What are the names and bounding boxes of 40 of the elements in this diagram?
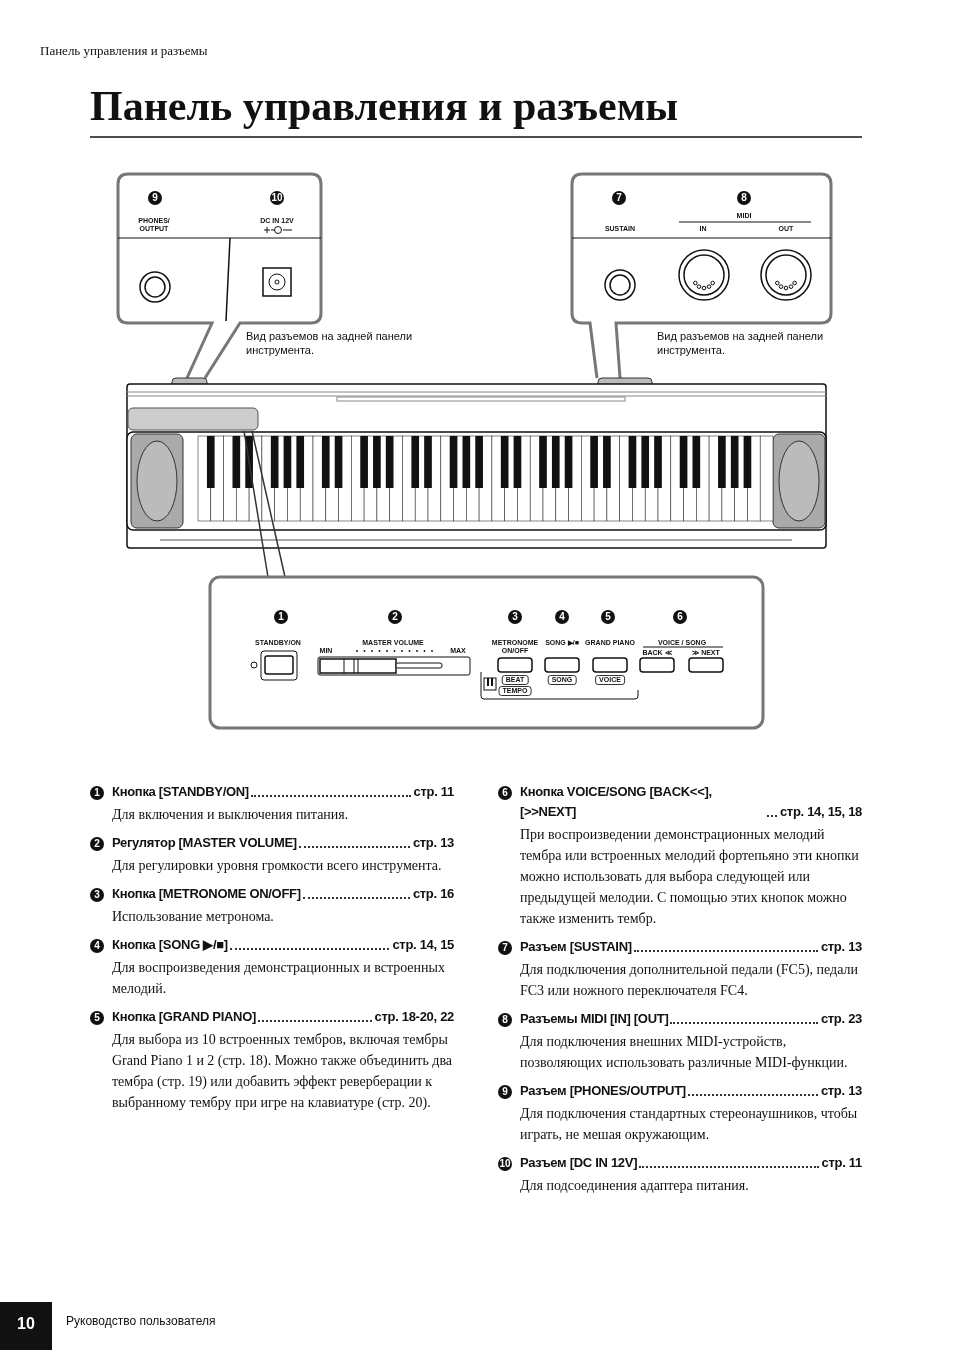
callout-number: 4 <box>90 939 104 953</box>
item-heading: Регулятор [MASTER VOLUME] стр. 13 <box>112 834 454 852</box>
item-description: Для подключения дополнительной педали (FC5), педали FC3 или ножного переключателя FC4. <box>520 961 860 1000</box>
item-heading: Кнопка [GRAND PIANO] стр. 18-20, 22 <box>112 1008 454 1026</box>
item-description: Для воспроизведения демонстрационных и встроенных мелодий. <box>112 959 446 998</box>
item-heading: Кнопка [METRONOME ON/OFF] стр. 16 <box>112 885 454 903</box>
callout-number: 2 <box>90 837 104 851</box>
item-description: Для включения и выключения питания. <box>112 806 350 824</box>
item-description: Использование метронома. <box>112 908 275 926</box>
callout-number: 3 <box>90 888 104 902</box>
note-text: Вид разъемов на задней панели инструмента. <box>246 329 414 357</box>
page-title: Панель управления и разъемы <box>90 82 679 130</box>
callout-number: 7 <box>612 191 626 205</box>
item-description: Для регулировки уровня громкости всего инструмента. <box>112 857 443 875</box>
callout-number: 7 <box>498 941 512 955</box>
item-description: Для подсоединения адаптера питания. <box>520 1177 750 1195</box>
item-description: Для подключения стандартных стереонаушников, чтобы играть, не мешая окружающим. <box>520 1105 859 1144</box>
callout-number: 8 <box>498 1013 512 1027</box>
item-heading: Разъемы MIDI [IN] [OUT] стр. 23 <box>520 1010 862 1028</box>
item-description: Для подключения внешних MIDI-устройств, позволяющих использовать различные MIDI-функции. <box>520 1033 849 1072</box>
item-description: При воспроизведении демонстрационных мелодий тембра или встроенных мелодий фортепьяно эти кнопки можно использовать для выбора следующей или предыдущей мелодии. С помощью этих кнопок можно также изменить тембр. <box>520 826 860 928</box>
callout-number: 1 <box>90 786 104 800</box>
callout-number: 8 <box>737 191 751 205</box>
item-heading: Разъем [SUSTAIN] стр. 13 <box>520 938 862 956</box>
item-heading: Разъем [DC IN 12V] стр. 11 <box>520 1154 862 1172</box>
callout-number: 9 <box>498 1085 512 1099</box>
callout-number: 10 <box>498 1157 512 1171</box>
item-heading: Кнопка [SONG ▶/■] стр. 14, 15 <box>112 936 454 954</box>
callout-number: 9 <box>148 191 162 205</box>
item-heading: Разъем [PHONES/OUTPUT] стр. 13 <box>520 1082 862 1100</box>
item-heading: Кнопка VOICE/SONG [BACK<<], [>>NEXT] стр. 14, 15, 18 <box>520 783 862 821</box>
callout-number: 10 <box>270 191 284 205</box>
item-heading: Кнопка [STANDBY/ON] стр. 11 <box>112 783 454 801</box>
callout-number: 5 <box>90 1011 104 1025</box>
running-header: Панель управления и разъемы <box>40 43 208 59</box>
callout-number: 6 <box>498 786 512 800</box>
footer-text: Руководство пользователя <box>66 1314 216 1328</box>
page-number: 10 <box>0 1302 52 1350</box>
item-description: Для выбора из 10 встроенных тембров, включая тембры Grand Piano 1 и 2 (стр. 18). Можно также объединить два тембра (стр. 19) или добавить эффект реверберации к выбранному тембру при игре на клавиатуре (стр. 20). <box>112 1031 454 1112</box>
note-text: Вид разъемов на задней панели инструмента. <box>657 329 825 357</box>
